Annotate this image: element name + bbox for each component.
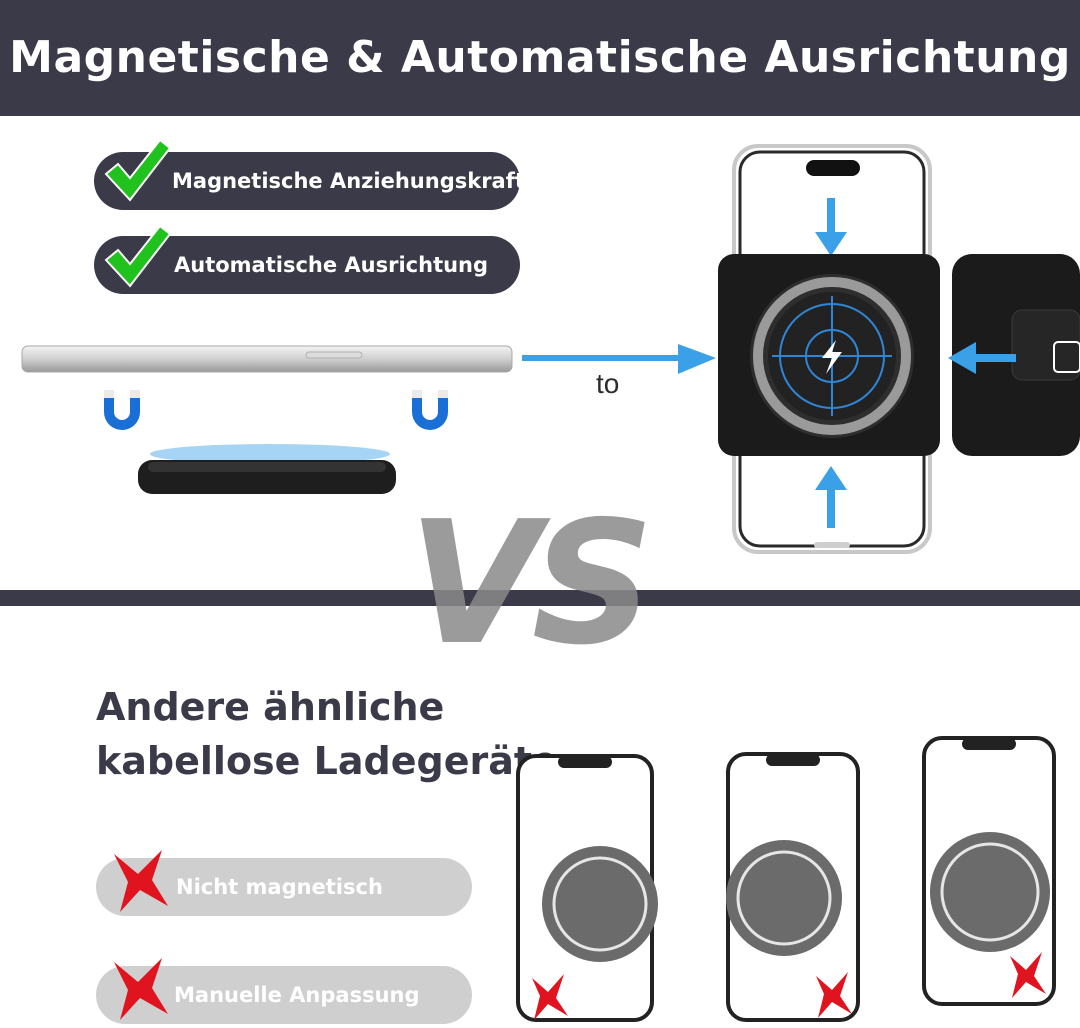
- phone-on-charger-illustration: [718, 144, 1080, 554]
- feature-pill-alignment: Automatische Ausrichtung: [94, 236, 520, 294]
- misaligned-phone-3: [922, 736, 1056, 1006]
- misaligned-phone-2: [726, 752, 860, 1022]
- misaligned-phone-1: [516, 754, 658, 1022]
- feature-label: Magnetische Anziehungskraft: [172, 169, 525, 193]
- cross-icon: [1010, 952, 1046, 998]
- magnetic-attraction-illustration: [21, 345, 513, 494]
- vs-label: VS: [408, 485, 654, 683]
- arrow-right-icon: [522, 344, 716, 374]
- feature-label: Nicht magnetisch: [176, 875, 383, 899]
- feature-pill-manual-adjust: Manuelle Anpassung: [96, 966, 472, 1024]
- arrow-label: to: [596, 368, 620, 399]
- section-divider: [0, 590, 1080, 606]
- check-icon: [104, 138, 172, 202]
- page-title: Magnetische & Automatische Ausrichtung: [9, 32, 1071, 83]
- feature-pill-not-magnetic: Nicht magnetisch: [96, 858, 472, 916]
- cross-icon: [114, 958, 168, 1020]
- cross-icon: [532, 974, 568, 1020]
- header-bar: [0, 0, 1080, 116]
- feature-label: Manuelle Anpassung: [174, 983, 420, 1007]
- comparison-title-line1: Andere ähnliche: [96, 685, 445, 729]
- feature-label: Automatische Ausrichtung: [174, 253, 489, 277]
- feature-pill-magnetic: Magnetische Anziehungskraft: [94, 152, 525, 210]
- comparison-title-line2: kabellose Ladegeräte: [96, 739, 558, 783]
- check-icon: [104, 224, 172, 288]
- cross-icon: [114, 850, 168, 912]
- comparison-title: Andere ähnliche kabellose Ladegeräte: [96, 680, 558, 788]
- cross-icon: [816, 972, 852, 1018]
